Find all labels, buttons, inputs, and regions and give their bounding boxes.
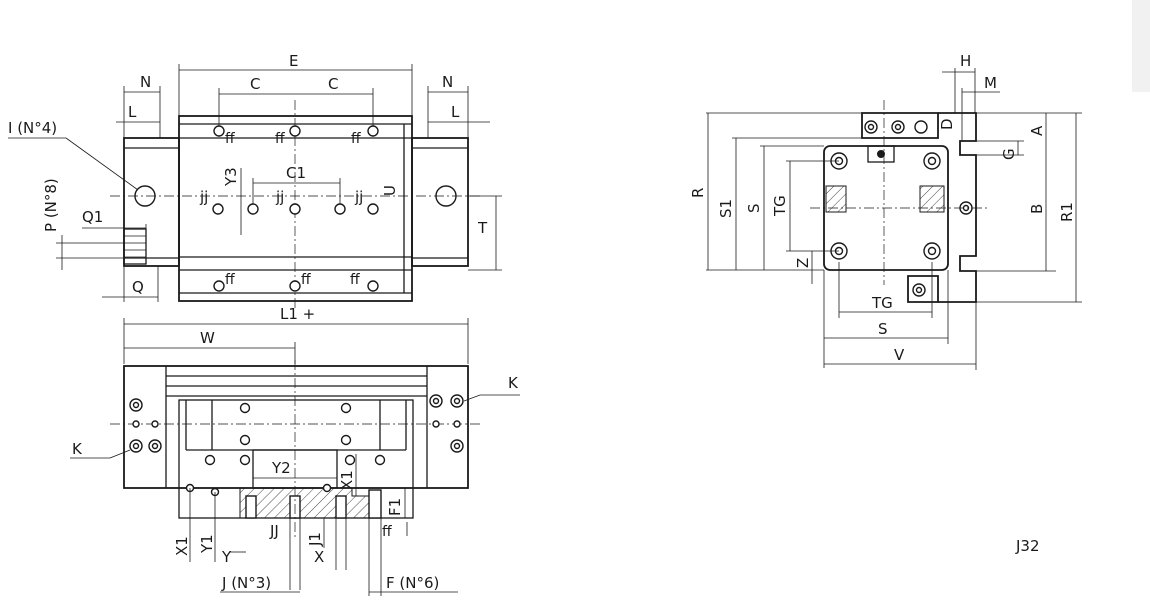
label-a: A [1028, 125, 1046, 136]
label-i-note: I (N°4) [8, 119, 57, 137]
side-view: H M D A G B R1 R S1 S [689, 52, 1082, 370]
label-y: Y [221, 548, 232, 566]
label-ff-2: ff [275, 131, 285, 147]
label-l-right: L [451, 103, 460, 121]
bottom-body [123, 365, 469, 489]
label-q1: Q1 [82, 208, 103, 226]
label-j1: J1 [306, 532, 324, 547]
label-y2: Y2 [271, 459, 291, 477]
label-n-right: N [442, 73, 453, 91]
label-w: W [200, 329, 215, 347]
label-g: G [1000, 148, 1018, 160]
label-h: H [960, 52, 971, 70]
label-tg-vertical: TG [771, 195, 789, 217]
label-jj-section: JJ [269, 522, 279, 540]
label-x: X [314, 548, 324, 566]
label-q: Q [132, 278, 144, 296]
label-ff-4: ff [225, 272, 235, 288]
label-s1: S1 [717, 199, 735, 218]
label-k-left: K [72, 440, 83, 458]
label-r1: R1 [1058, 202, 1076, 222]
top-right-endcap [411, 137, 469, 267]
label-n-left: N [140, 73, 151, 91]
label-m: M [984, 74, 997, 92]
label-c1: C1 [286, 164, 306, 182]
label-f-note: F (N°6) [386, 574, 439, 592]
label-x1-lower: X1 [173, 536, 191, 556]
label-ff-5: ff [301, 272, 311, 288]
label-jj-left: jj [199, 188, 208, 206]
drawing-reference: J32 [1015, 537, 1040, 555]
top-view: E C C N L N L I (N°4) P (N°8) Q1 Q [8, 52, 502, 310]
label-c-right: C [328, 75, 338, 93]
label-l1: L1 + [280, 305, 315, 323]
label-v: V [894, 346, 905, 364]
label-s-horizontal: S [878, 320, 888, 338]
label-jj-mid: jj [275, 188, 284, 206]
label-k-right: K [508, 374, 519, 392]
label-d: D [938, 118, 956, 130]
side-tab [1132, 0, 1150, 92]
label-ff-bottom: ff [382, 524, 392, 540]
label-z: Z [794, 258, 812, 268]
label-x1-upper: X1 [338, 470, 356, 490]
label-ff-1: ff [225, 131, 235, 147]
label-e: E [289, 52, 298, 70]
label-r: R [689, 188, 707, 198]
label-t: T [477, 219, 488, 237]
label-p-note: P (N°8) [42, 178, 60, 232]
label-f1: F1 [386, 498, 404, 516]
label-l-left: L [128, 103, 137, 121]
top-left-endcap [123, 137, 180, 267]
label-u: U [381, 185, 399, 196]
label-b: B [1028, 204, 1046, 214]
label-tg-horizontal: TG [871, 294, 893, 312]
label-y1: Y1 [198, 534, 216, 554]
bottom-view: L1 + W [70, 305, 520, 596]
label-y3: Y3 [222, 167, 240, 187]
label-ff-6: ff [350, 272, 360, 288]
label-jj-right: jj [354, 188, 363, 206]
label-ff-3: ff [351, 131, 361, 147]
label-c-left: C [250, 75, 260, 93]
label-j-note: J (N°3) [221, 574, 271, 592]
label-s-vertical: S [745, 203, 763, 213]
